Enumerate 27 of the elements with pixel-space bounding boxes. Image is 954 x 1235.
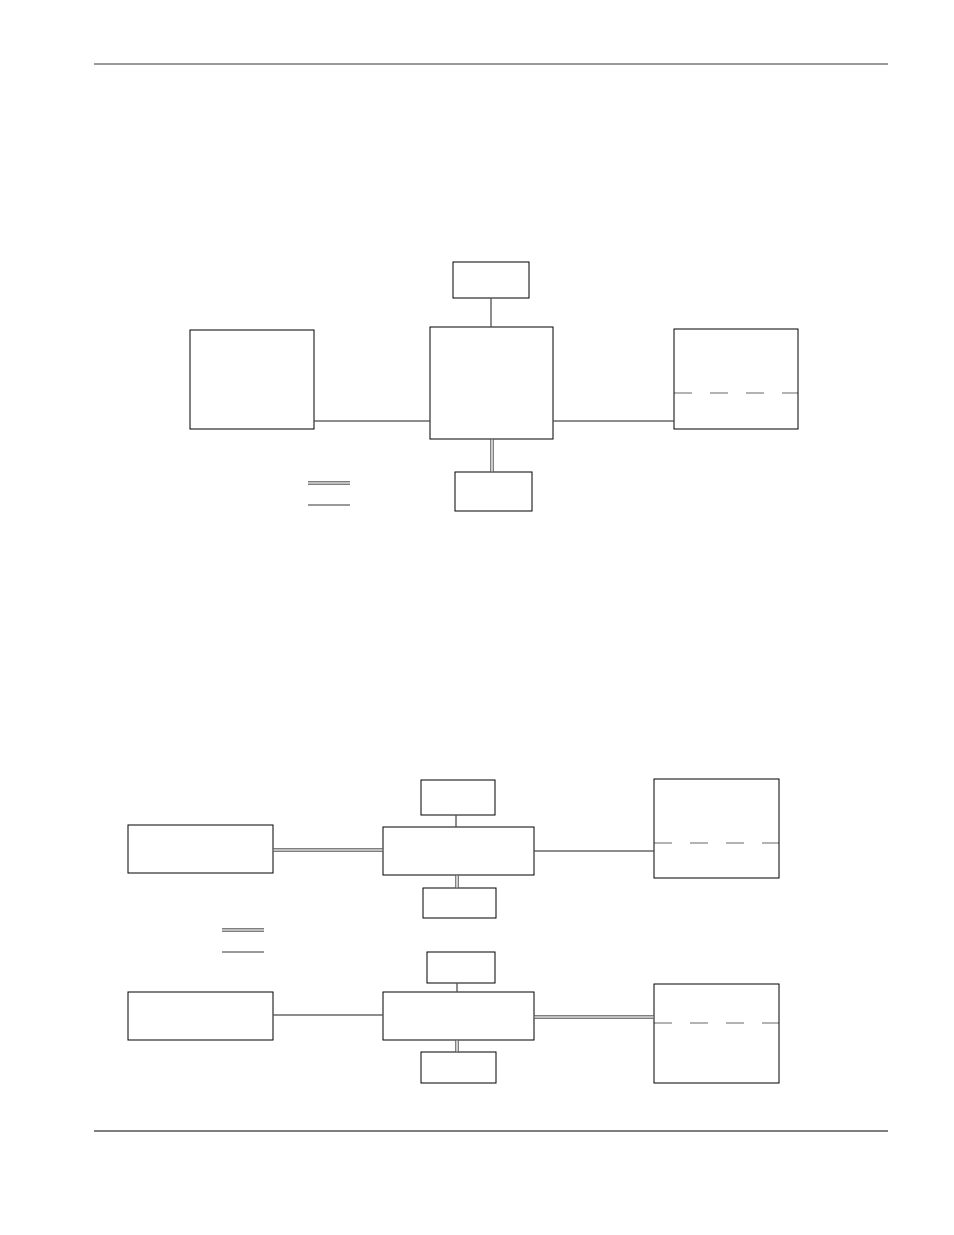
block-box (422, 887, 497, 919)
connector-line (455, 1039, 459, 1053)
connector-line (455, 874, 459, 889)
connector-line (534, 850, 654, 852)
block-box (653, 983, 780, 1084)
connector-line (455, 815, 457, 827)
connector-line (273, 1014, 383, 1016)
block-box (653, 778, 780, 879)
block-box (454, 471, 533, 512)
connector-line (490, 438, 494, 473)
block-box (127, 824, 274, 874)
block-box (673, 328, 799, 430)
connector-line (272, 848, 384, 852)
block-box (429, 326, 554, 440)
block-box (382, 826, 535, 876)
connector-line (314, 420, 430, 422)
block-box (452, 261, 530, 299)
block-box (426, 951, 496, 984)
connector-line (533, 1015, 655, 1019)
block-box (127, 991, 274, 1041)
block-box (420, 1051, 497, 1084)
block-box (189, 329, 315, 430)
block-box (382, 991, 535, 1041)
block-box (420, 779, 496, 816)
connector-line (490, 298, 492, 327)
connector-line (553, 420, 674, 422)
connector-line (456, 983, 458, 992)
